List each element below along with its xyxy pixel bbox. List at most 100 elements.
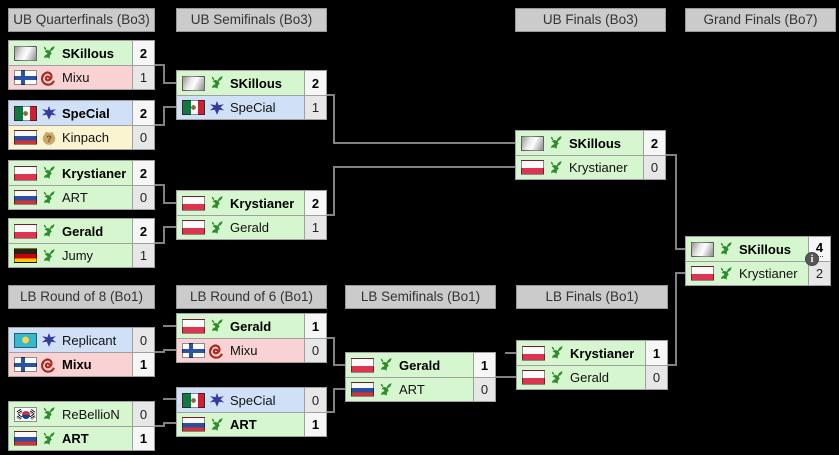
player-name[interactable]: Krystianer — [62, 165, 127, 181]
flag-unknown-icon — [691, 241, 714, 257]
player-name[interactable]: ART — [399, 382, 425, 397]
player-cell: SKillous — [9, 41, 132, 65]
race-protoss-icon — [209, 318, 225, 334]
connector-line — [333, 388, 335, 413]
info-icon[interactable]: i — [805, 252, 819, 266]
player-name[interactable]: Kinpach — [62, 130, 109, 145]
connector-line — [163, 106, 165, 126]
player-name[interactable]: Krystianer — [570, 345, 635, 361]
race-protoss-icon — [549, 345, 565, 361]
player-score: 2 — [132, 161, 154, 185]
connector-line — [163, 349, 165, 353]
connector-line — [333, 337, 335, 366]
player-name[interactable]: Gerald — [230, 220, 270, 235]
connector-line — [496, 376, 516, 378]
player-cell: ? Kinpach — [9, 126, 132, 149]
race-zerg-icon — [41, 70, 57, 86]
connector-line — [327, 214, 335, 216]
player-cell: ART — [346, 378, 473, 401]
score-value: 2 — [139, 105, 148, 121]
player-name[interactable]: ART — [62, 431, 89, 446]
player-cell: Krystianer — [9, 161, 132, 185]
score-value: 2 — [139, 165, 148, 181]
connector-line — [333, 166, 335, 216]
player-name[interactable]: SpeCial — [230, 392, 276, 408]
player-name[interactable]: Mixu — [62, 70, 90, 85]
score-value: 0 — [652, 370, 661, 385]
player-name[interactable]: SKillous — [569, 135, 622, 151]
score-value: 1 — [480, 357, 489, 373]
connector-line — [675, 272, 677, 366]
race-terran-icon — [209, 392, 225, 408]
race-protoss-icon — [41, 406, 57, 422]
player-name[interactable]: ART — [62, 190, 88, 205]
connector-line — [155, 351, 165, 353]
player-name[interactable]: SKillous — [62, 45, 115, 61]
flag-poland-icon — [691, 266, 714, 281]
player-name[interactable]: Replicant — [62, 332, 117, 348]
player-name[interactable]: SKillous — [230, 75, 283, 91]
player-score: 1 — [473, 353, 495, 377]
player-name[interactable]: Gerald — [570, 370, 610, 385]
player-name[interactable]: SpeCial — [230, 100, 276, 115]
player-name[interactable]: ReBellioN — [62, 406, 120, 422]
flag-unknown-icon — [182, 75, 205, 91]
connector-line — [163, 349, 176, 351]
connector-line — [155, 124, 165, 126]
player-cell: ReBellioN — [9, 402, 132, 426]
player-name[interactable]: Krystianer — [569, 160, 628, 175]
score-value: 0 — [311, 343, 320, 358]
race-protoss-icon — [548, 135, 564, 151]
player-name[interactable]: Krystianer — [230, 195, 295, 211]
player-score: 2 — [643, 131, 665, 155]
player-row: SKillous 2 — [9, 41, 154, 65]
player-score: 0 — [132, 328, 154, 352]
player-name[interactable]: Mixu — [230, 343, 258, 358]
race-terran-icon — [41, 332, 57, 348]
match-lbsf1: Gerald 1 ART 0 — [345, 352, 496, 402]
race-protoss-icon — [41, 431, 57, 447]
connector-line — [163, 422, 176, 424]
race-protoss-icon — [209, 417, 225, 433]
flag-finland-icon — [14, 70, 37, 85]
player-score: 0 — [132, 402, 154, 426]
player-cell: Gerald — [9, 219, 132, 243]
race-random-icon: ? — [41, 130, 57, 146]
player-score: 1 — [304, 96, 326, 119]
flag-poland-icon — [14, 165, 37, 181]
round-header-lbr8: LB Round of 8 (Bo1) — [8, 285, 155, 309]
player-name[interactable]: Gerald — [230, 318, 272, 334]
race-protoss-icon — [41, 223, 57, 239]
player-score: 0 — [304, 339, 326, 362]
player-score: 0 — [473, 378, 495, 401]
player-name[interactable]: SKillous — [739, 241, 792, 257]
race-protoss-icon — [41, 45, 57, 61]
flag-unknown-icon — [14, 45, 37, 61]
player-row: Gerald 0 — [517, 365, 667, 389]
score-value: 1 — [311, 100, 320, 115]
player-name[interactable]: Gerald — [62, 223, 104, 239]
player-name[interactable]: Krystianer — [739, 266, 798, 281]
player-name[interactable]: Jumy — [62, 248, 94, 263]
flag-russia-icon — [14, 130, 37, 145]
player-cell: Krystianer — [686, 262, 808, 285]
connector-line — [163, 226, 176, 228]
score-value: 2 — [139, 45, 148, 61]
connector-line — [327, 337, 335, 339]
round-header-lbsf: LB Semifinals (Bo1) — [345, 285, 496, 309]
player-name[interactable]: Gerald — [399, 357, 441, 373]
player-name[interactable]: Mixu — [62, 357, 92, 372]
player-cell: Gerald — [517, 366, 645, 389]
player-name[interactable]: SpeCial — [62, 105, 110, 121]
connector-line — [163, 184, 165, 204]
player-name[interactable]: ART — [230, 417, 257, 432]
player-score: 1 — [132, 244, 154, 267]
